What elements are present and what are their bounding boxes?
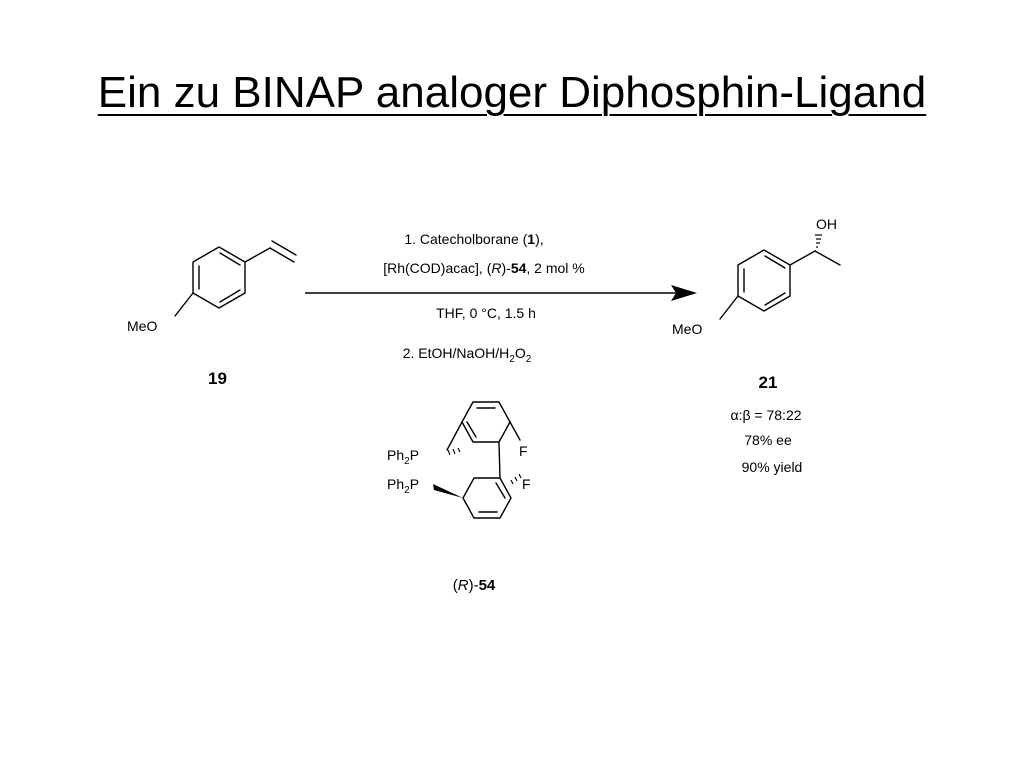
product-regio-ratio: α:β = 78:22	[730, 407, 801, 423]
slide-title: Ein zu BINAP analoger Diphosphin-Ligand	[97, 68, 927, 117]
product-structure: MeO OH	[672, 216, 841, 337]
reaction-arrow	[305, 285, 697, 301]
substrate-structure: MeO	[127, 240, 297, 334]
product-oh-label: OH	[816, 216, 837, 232]
product-ee: 78% ee	[744, 432, 792, 448]
substrate-meo-label: MeO	[127, 318, 157, 334]
condition-step1-line3: THF, 0 °C, 1.5 h	[436, 305, 536, 321]
ligand-ph2p-bottom: Ph2P	[387, 476, 419, 496]
ligand-compound-label: (R)-54	[453, 577, 496, 594]
substrate-compound-label: 19	[208, 369, 227, 388]
product-meo-label: MeO	[672, 321, 702, 337]
condition-step1-line2: [Rh(COD)acac], (R)-54, 2 mol %	[383, 260, 585, 276]
ligand-structure: Ph2P Ph2P F F	[387, 401, 531, 519]
condition-step2: 2. EtOH/NaOH/H2O2	[403, 345, 532, 365]
ligand-f-bottom: F	[522, 476, 531, 492]
ligand-f-top: F	[519, 443, 528, 459]
product-compound-label: 21	[759, 373, 778, 392]
product-yield: 90% yield	[742, 459, 803, 475]
condition-step1-line1: 1. Catecholborane (1),	[404, 231, 543, 247]
ligand-ph2p-top: Ph2P	[387, 447, 419, 467]
